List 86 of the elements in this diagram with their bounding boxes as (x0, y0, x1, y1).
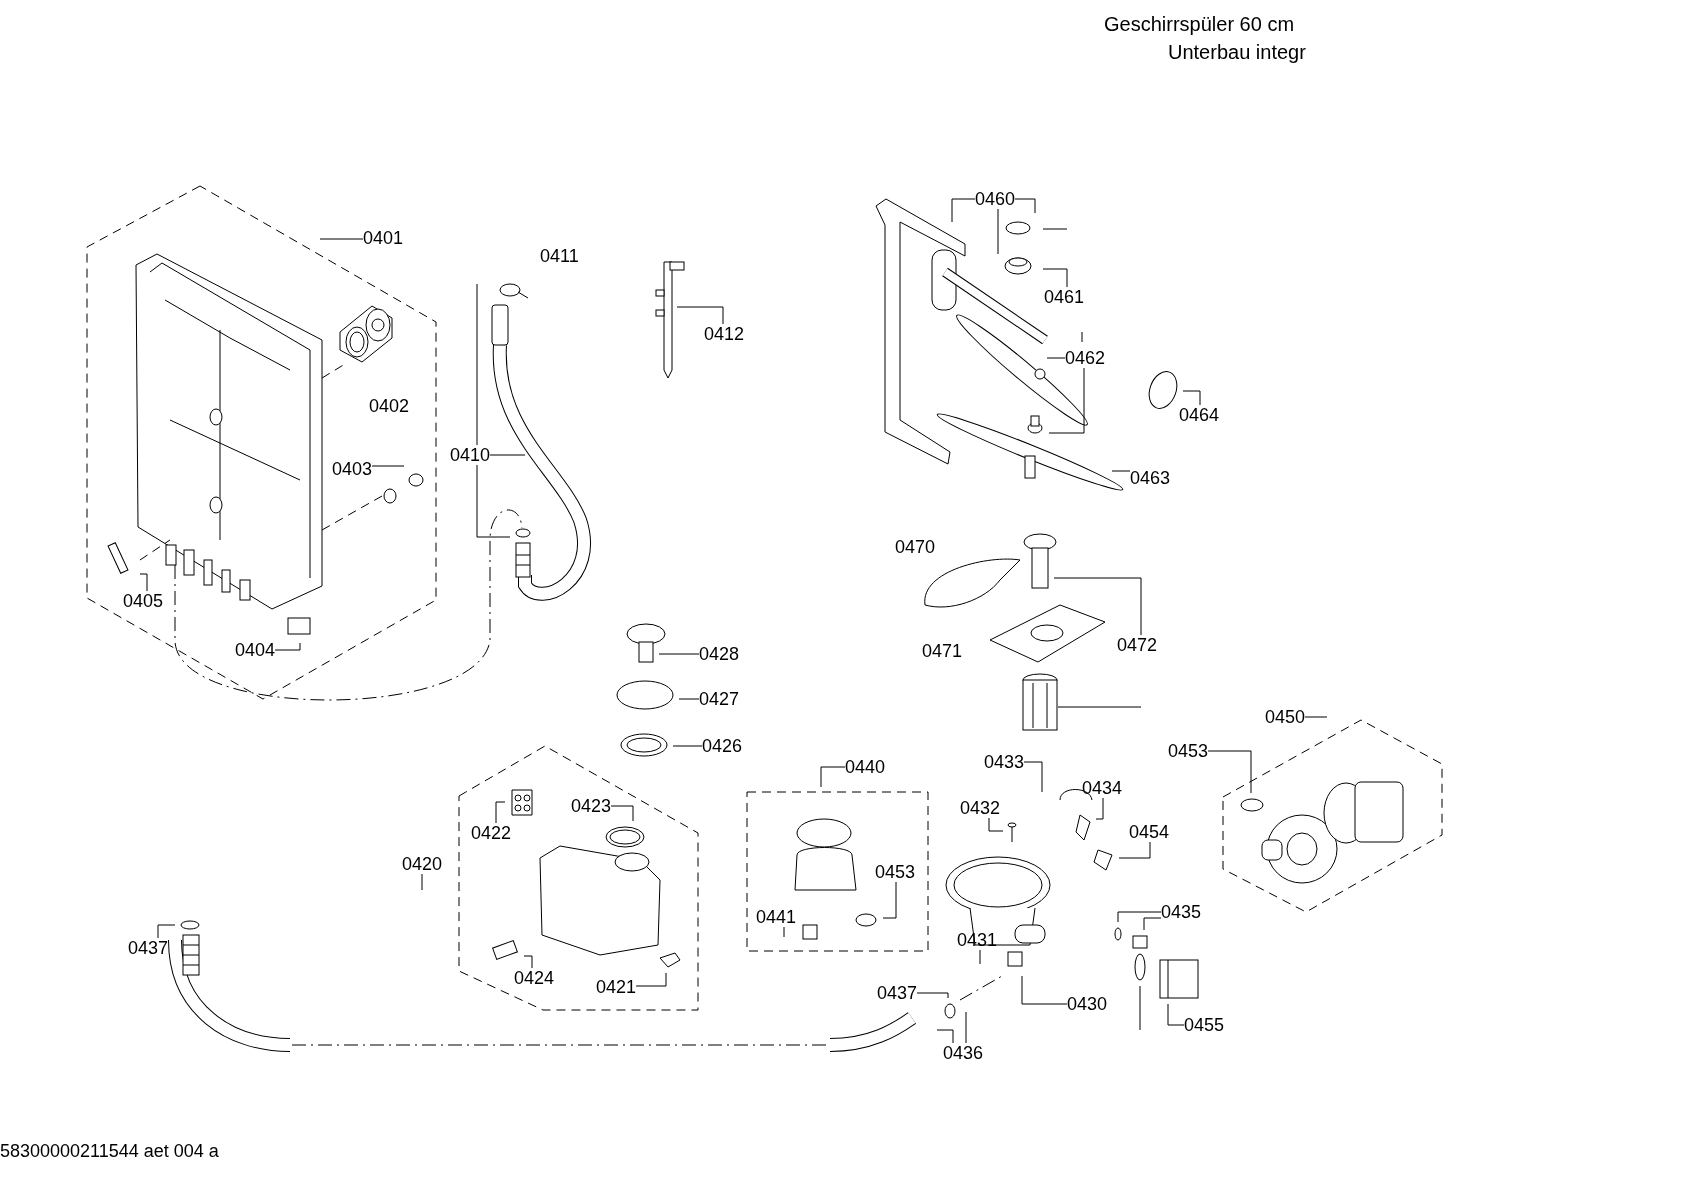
leader-line (421, 873, 423, 891)
callout-number: 0470 (895, 537, 936, 557)
callout-number: 0441 (756, 907, 797, 927)
leader-line (1143, 917, 1162, 931)
callout-number: 0434 (1082, 778, 1123, 798)
leader-line (489, 454, 526, 456)
callout-number: 0428 (699, 644, 740, 664)
callout-number: 0462 (1065, 348, 1106, 368)
leader-line (979, 949, 981, 965)
leader-line (1117, 911, 1162, 923)
leader-line (157, 924, 176, 939)
document-number: 58300000211544 aet 004 a (0, 1141, 219, 1161)
leader-line (495, 801, 506, 824)
callout-number: 0412 (704, 324, 745, 344)
leader-line (1111, 470, 1131, 472)
leader-line (988, 817, 1004, 832)
leader-line (476, 283, 478, 446)
leader-line (319, 238, 364, 240)
callout-number: 0427 (699, 689, 740, 709)
leader-line (1023, 761, 1043, 793)
callout-number: 0404 (235, 640, 276, 660)
callout-number: 0453 (1168, 741, 1209, 761)
callout-number: 0435 (1161, 902, 1202, 922)
leader-line (1182, 390, 1201, 406)
callout-number: 0437 (877, 983, 918, 1003)
callout-number: 0436 (943, 1043, 984, 1063)
leader-line (676, 306, 724, 325)
callout-number: 0421 (596, 977, 637, 997)
leader-line (139, 573, 148, 592)
leader-line (1053, 577, 1142, 636)
leader-line (1042, 268, 1068, 288)
leader-line (658, 653, 700, 655)
callout-number: 0440 (845, 757, 886, 777)
callout-number: 0464 (1179, 405, 1220, 425)
leader-line (1021, 975, 1068, 1005)
leader-line (965, 1011, 967, 1044)
leader-line (1046, 357, 1066, 359)
callout-number: 0402 (369, 396, 410, 416)
leader-line (371, 465, 405, 467)
callout-number: 0401 (363, 228, 404, 248)
callout-number: 0426 (702, 736, 743, 756)
callout-number: 0455 (1184, 1015, 1225, 1035)
leader-line (1095, 797, 1104, 820)
callout-number: 0463 (1130, 468, 1171, 488)
leader-line (523, 955, 533, 969)
leader-line (1118, 841, 1151, 859)
callout-number: 0431 (957, 930, 998, 950)
leader-line (1048, 367, 1085, 434)
callout-number: 0454 (1129, 822, 1170, 842)
callout-number: 0424 (514, 968, 555, 988)
leader-line (635, 972, 667, 987)
heading-text: Geschirrspüler 60 cm (1104, 14, 1295, 34)
leader-line (916, 992, 949, 999)
leader-line (610, 805, 634, 822)
leader-line (936, 1029, 954, 1044)
leader-line (1167, 1003, 1185, 1026)
callout-number: 0422 (471, 823, 512, 843)
leader-line (882, 881, 897, 919)
callout-number: 0403 (332, 459, 373, 479)
leader-line (678, 698, 700, 700)
callout-number: 0450 (1265, 707, 1306, 727)
callout-number: 0405 (123, 591, 164, 611)
leader-line (672, 745, 703, 747)
leader-line (997, 208, 999, 255)
callout-number: 0472 (1117, 635, 1158, 655)
leader-line (274, 642, 301, 651)
leader-line (1304, 716, 1328, 718)
leader-line (820, 766, 846, 788)
callout-number: 0430 (1067, 994, 1108, 1014)
callout-number: 0453 (875, 862, 916, 882)
callout-number: 0460 (975, 189, 1016, 209)
callout-number: 0423 (571, 796, 612, 816)
callout-number: 0420 (402, 854, 443, 874)
leader-line (1014, 198, 1036, 214)
callout-number: 0461 (1044, 287, 1085, 307)
callout-number: 0437 (128, 938, 169, 958)
callout-number: 0410 (450, 445, 491, 465)
callout-number: 0471 (922, 641, 963, 661)
leader-line (1207, 750, 1252, 794)
subheading-text: Unterbau integr (1168, 42, 1306, 62)
leader-line (783, 926, 785, 938)
callout-number: 0433 (984, 752, 1025, 772)
leader-line (476, 464, 511, 538)
leader-line (951, 198, 976, 223)
callout-number: 0411 (540, 246, 579, 266)
callout-number: 0432 (960, 798, 1001, 818)
